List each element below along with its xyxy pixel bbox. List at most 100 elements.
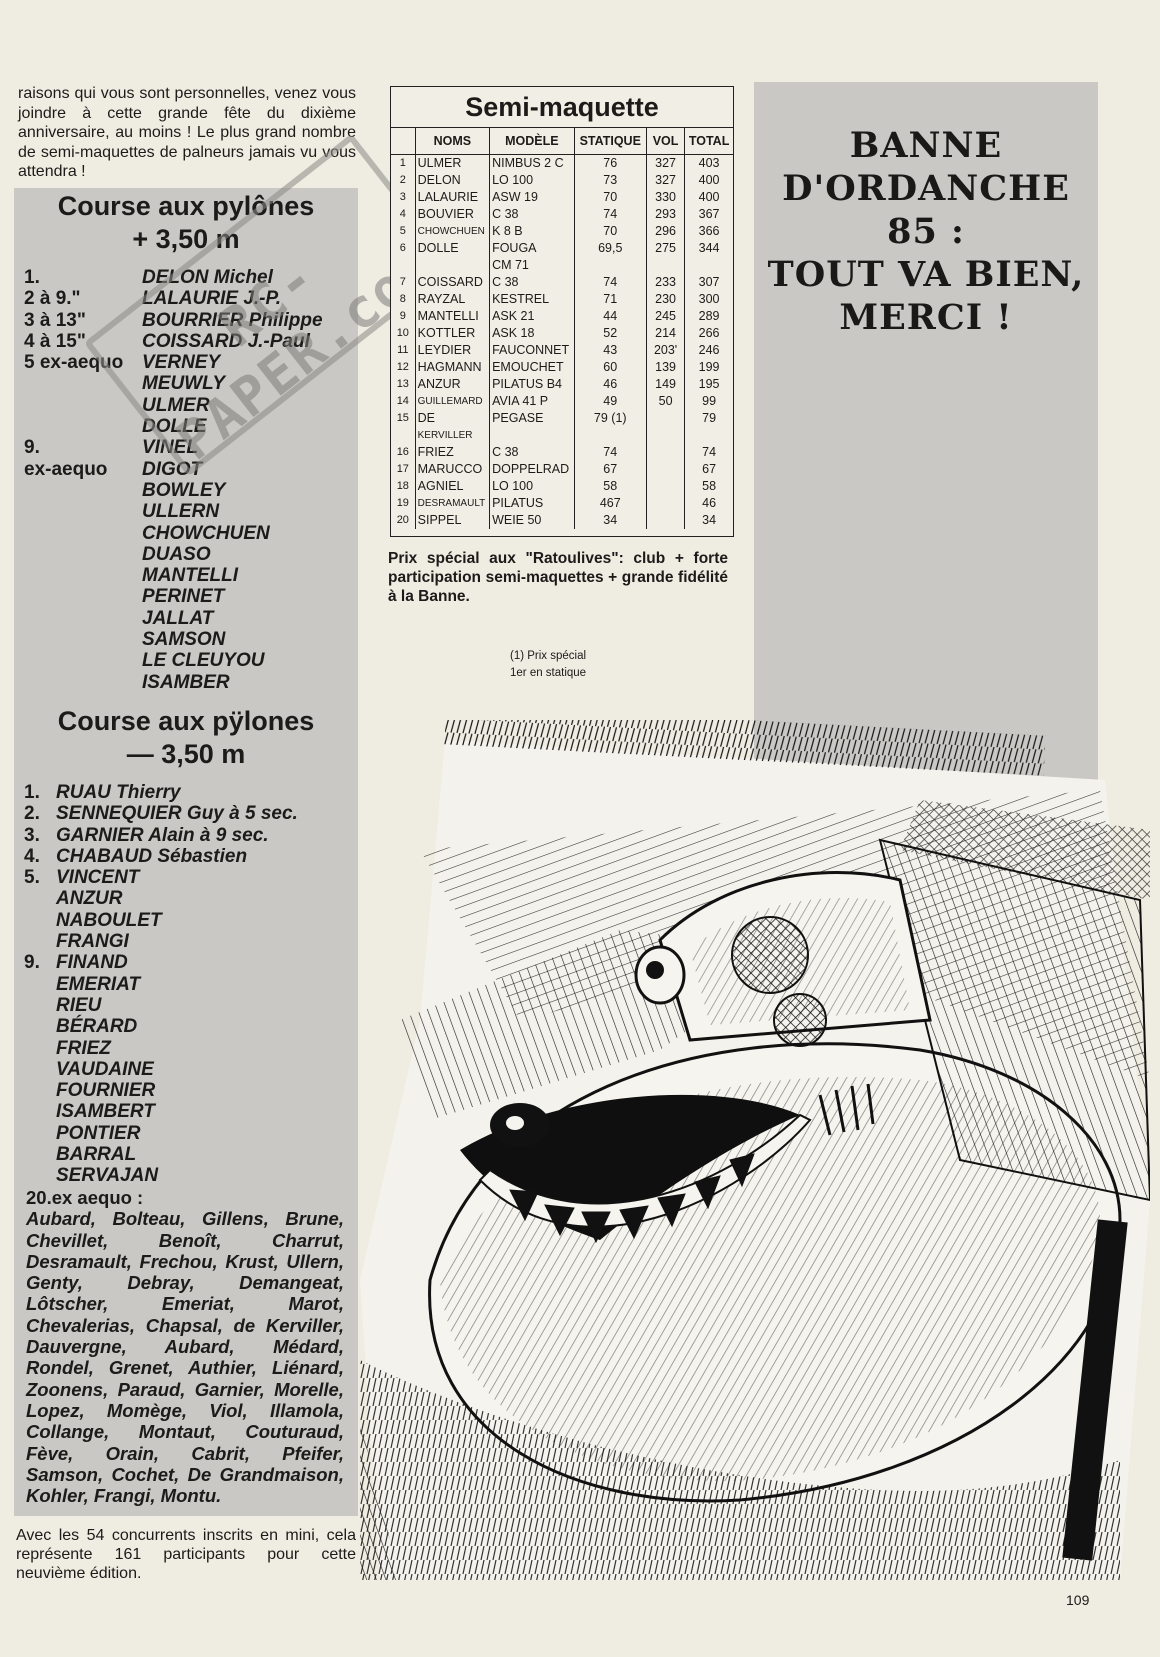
table-cell: 74	[574, 206, 647, 223]
outro-paragraph: Avec les 54 concurrents inscrits en mini…	[16, 1527, 356, 1582]
result-row: FRIEZ	[24, 1038, 344, 1059]
table-cell: 344	[698, 241, 720, 255]
result-rank	[24, 1016, 56, 1037]
result-row: 2.SENNEQUIER Guy à 5 sec.	[24, 803, 344, 824]
result-name: RIEU	[56, 994, 102, 1016]
table-cell: LEYDIER	[415, 342, 491, 359]
headline-line: TOUT VA BIEN,	[767, 254, 1085, 295]
result-name: FRANGI	[56, 931, 129, 953]
result-rank	[24, 931, 56, 952]
result-name: CHOWCHUEN	[142, 522, 270, 544]
result-row: LE CLEUYOU	[24, 650, 344, 671]
result-row: 9.VINEL	[24, 437, 344, 458]
result-row: BÉRARD	[24, 1016, 344, 1037]
result-row: 1.RUAU Thierry	[24, 782, 344, 803]
table-cell: 44	[574, 308, 647, 325]
table-cell: 58	[574, 478, 647, 495]
table-cell: 34	[702, 513, 717, 527]
table-cell: 11	[391, 342, 416, 359]
table-cell: DOLLE	[415, 240, 491, 257]
table-cell: 5	[391, 223, 416, 240]
result-row: ANZUR	[24, 888, 344, 909]
table-cell: 300	[698, 292, 720, 306]
result-name: LALAURIE J.-P.	[142, 288, 282, 310]
result-row: CHOWCHUEN	[24, 523, 344, 544]
table-cell: CM 71	[489, 257, 575, 274]
result-name: ANZUR	[56, 888, 123, 910]
result-row: SAMSON	[24, 629, 344, 650]
table-cell: 79 (1)	[574, 410, 647, 427]
intro-paragraph: raisons qui vous sont personnelles, vene…	[18, 85, 356, 180]
result-row: BARRAL	[24, 1144, 344, 1165]
result-name: PONTIER	[56, 1122, 141, 1144]
result-rank: 2.	[24, 803, 40, 825]
table-cell	[415, 257, 491, 274]
result-name: ISAMBER	[142, 671, 230, 693]
result-row: EMERIAT	[24, 974, 344, 995]
table-cell: 7	[391, 274, 416, 291]
table-cell: 330	[646, 189, 686, 206]
table-cell	[646, 427, 686, 444]
result-name: EMERIAT	[56, 973, 141, 995]
result-row: FRANGI	[24, 931, 344, 952]
result-rank	[24, 672, 142, 693]
table-cell: ANZUR	[415, 376, 491, 393]
table-header-cell: TOTAL	[684, 128, 733, 155]
table-cell: 8	[391, 291, 416, 308]
table-cell: 17	[391, 461, 416, 478]
table-cell: 199	[698, 360, 720, 374]
result-name: LE CLEUYOU	[142, 650, 265, 672]
result-row: 2 à 9."LALAURIE J.-P.	[24, 288, 344, 309]
table-cell: KOTTLER	[415, 325, 491, 342]
table-row: KERVILLER	[391, 427, 733, 444]
headline-line: MERCI !	[839, 297, 1013, 338]
result-row: 9.FINAND	[24, 952, 344, 973]
result-name: DELON Michel	[142, 267, 273, 288]
table-cell: KERVILLER	[415, 427, 491, 444]
glider-shark-illustration	[360, 720, 1150, 1580]
table-cell: MARUCCO	[415, 461, 491, 478]
result-rank	[24, 565, 142, 586]
result-name: BOURRIER Philippe	[142, 309, 323, 331]
table-header-cell: VOL	[646, 128, 686, 155]
result-rank	[24, 1080, 56, 1101]
ex-aequo-label: 20.ex aequo :	[26, 1187, 144, 1208]
table-cell: 74	[574, 274, 647, 291]
table-cell: LO 100	[489, 478, 575, 495]
table-cell: 3	[391, 189, 416, 206]
table-cell: 16	[391, 444, 416, 461]
result-rank	[24, 395, 142, 416]
table-row: CM 71	[391, 257, 733, 274]
table-cell: 296	[646, 223, 686, 240]
result-name: VERNEY	[142, 352, 221, 374]
result-row: ULMER	[24, 395, 344, 416]
table-cell: DELON	[415, 172, 491, 189]
table-cell: C 38	[489, 206, 575, 223]
table-cell	[646, 478, 686, 495]
table-cell: 34	[574, 512, 647, 529]
result-row: 5.VINCENT	[24, 867, 344, 888]
table-cell: C 38	[489, 444, 575, 461]
table-cell: 400	[698, 173, 720, 187]
table-cell: 46	[574, 376, 647, 393]
ex-aequo-names: Aubard, Bolteau, Gillens, Brune, Chevill…	[26, 1208, 344, 1507]
result-rank	[24, 480, 142, 501]
table-cell: 79	[702, 411, 717, 425]
result-row: 3 à 13"BOURRIER Philippe	[24, 310, 344, 331]
table-cell: 214	[646, 325, 686, 342]
result-name: SAMSON	[142, 629, 226, 651]
result-rank	[24, 416, 142, 437]
table-cell: SIPPEL	[415, 512, 491, 529]
table-cell: 203'	[646, 342, 686, 359]
table-cell: FAUCONNET	[489, 342, 575, 359]
table-cell: 327	[646, 172, 686, 189]
